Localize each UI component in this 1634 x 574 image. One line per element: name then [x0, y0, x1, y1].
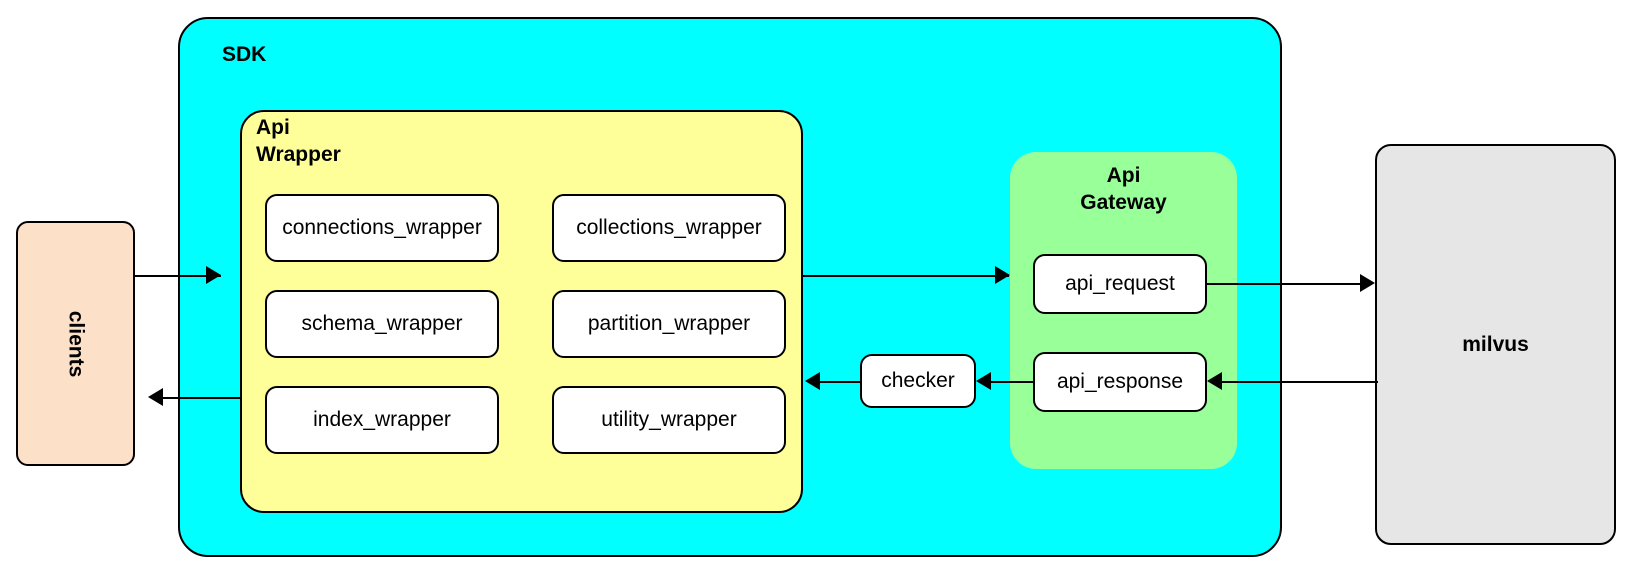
arrow-right-icon: [1360, 274, 1375, 292]
arrow-left-icon: [148, 388, 163, 406]
wrapper-cell-label: utility_wrapper: [601, 407, 737, 431]
gateway-cell-api-response[interactable]: api_response: [1033, 352, 1207, 412]
arrow-left-icon: [1207, 372, 1222, 390]
wrapper-cell-collections[interactable]: collections_wrapper: [552, 194, 786, 262]
gateway-cell-api-request[interactable]: api_request: [1033, 254, 1207, 314]
milvus-label: milvus: [1462, 332, 1529, 356]
wrapper-cell-partition[interactable]: partition_wrapper: [552, 290, 786, 358]
arrow-left-icon: [976, 372, 991, 390]
wrapper-cell-utility[interactable]: utility_wrapper: [552, 386, 786, 454]
checker-label: checker: [881, 368, 955, 392]
connector-request-to-milvus: [1207, 283, 1368, 285]
arrow-right-icon: [206, 266, 221, 284]
wrapper-cell-label: schema_wrapper: [301, 311, 463, 335]
wrapper-cell-label: partition_wrapper: [587, 311, 751, 335]
wrapper-cell-connections[interactable]: connections_wrapper: [265, 194, 499, 262]
api-wrapper-title: Api Wrapper: [256, 116, 341, 166]
wrapper-cell-label: connections_wrapper: [282, 215, 482, 239]
milvus-node[interactable]: milvus: [1375, 144, 1616, 545]
wrapper-cell-label: collections_wrapper: [576, 215, 762, 239]
clients-label: clients: [64, 310, 88, 377]
wrapper-cell-index[interactable]: index_wrapper: [265, 386, 499, 454]
gateway-cell-label: api_response: [1056, 369, 1184, 393]
connector-wrapper-to-gateway: [803, 275, 1009, 277]
api-gateway-title: Api Gateway: [1080, 164, 1167, 214]
connector-response-to-checker: [990, 381, 1033, 383]
connector-milvus-to-response: [1222, 381, 1378, 383]
clients-node[interactable]: clients: [16, 221, 135, 466]
sdk-title: SDK: [222, 43, 267, 66]
wrapper-cell-label: index_wrapper: [313, 407, 451, 431]
gateway-cell-label: api_request: [1065, 271, 1175, 295]
arrow-right-icon: [995, 266, 1010, 284]
wrapper-cell-schema[interactable]: schema_wrapper: [265, 290, 499, 358]
connector-sdk-to-clients: [163, 397, 241, 399]
connector-checker-to-wrapper: [820, 381, 860, 383]
arrow-left-icon: [805, 372, 820, 390]
connector-clients-to-sdk: [135, 275, 221, 277]
checker-node[interactable]: checker: [860, 354, 976, 408]
